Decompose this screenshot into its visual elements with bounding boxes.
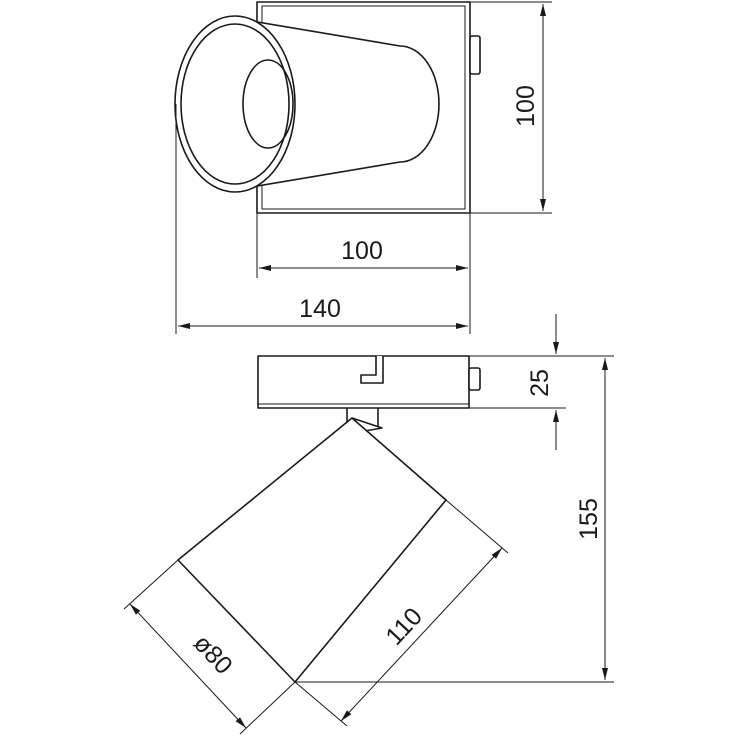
dim-overall-height: 155 [575,498,603,540]
top-view [174,1,481,214]
dim-line-shade-length [340,547,503,722]
side-view [177,355,481,683]
dim-top-height: 100 [512,85,540,127]
top-view-dimensions [175,1,552,334]
dim-top-width-base: 100 [341,237,383,265]
dim-top-width-overall: 140 [299,295,341,323]
dim-shade-length: 110 [380,602,428,650]
top-view-shade-rim-inner [180,23,290,185]
side-view-dimensions [123,314,614,735]
dim-shade-diameter: ø80 [188,629,238,680]
top-view-shade-rim-outer [174,15,296,193]
top-view-switch [469,35,481,75]
side-view-switch [468,367,481,391]
dim-line-shade-diameter [129,603,247,729]
top-view-lamp [242,59,294,149]
dim-base-height: 25 [526,369,554,397]
side-view-key-slot [360,356,384,384]
